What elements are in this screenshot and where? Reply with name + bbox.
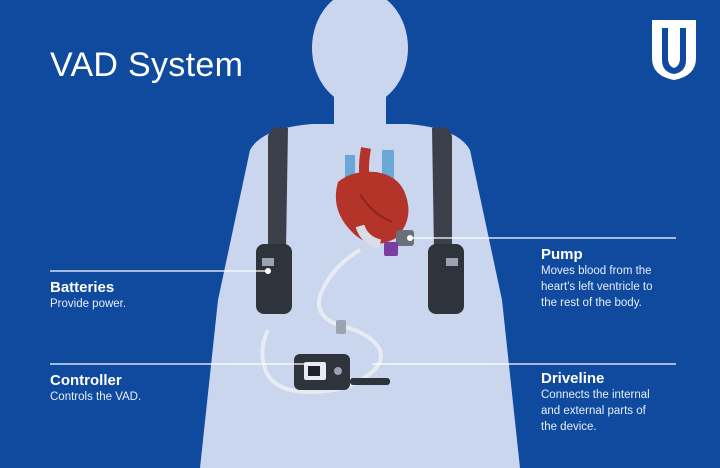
driveline-description: Connects the internal and external parts… — [541, 389, 650, 433]
driveline-heading: Driveline — [541, 370, 605, 387]
pump-description: Moves blood from the heart's left ventri… — [541, 265, 653, 309]
driveline-cable — [260, 248, 383, 395]
heart — [335, 147, 409, 244]
right-battery — [428, 244, 464, 314]
duke-health-logo — [652, 20, 696, 80]
controller-label: Controller Controls the VAD. — [50, 372, 141, 405]
controller-heading: Controller — [50, 372, 122, 389]
page-title: VAD System — [50, 46, 244, 84]
driveline-connector — [336, 320, 346, 334]
controller-description: Controls the VAD. — [50, 391, 142, 403]
left-battery — [256, 244, 292, 314]
vad-pump — [355, 224, 414, 256]
pump-label: Pump Moves blood from the heart's left v… — [541, 246, 653, 311]
controller-device — [294, 354, 390, 390]
driveline-label: Driveline Connects the internal and exte… — [541, 370, 650, 435]
batteries-heading: Batteries — [50, 279, 115, 296]
batteries-description: Provide power. — [50, 298, 127, 310]
pump-heading: Pump — [541, 246, 583, 263]
batteries-label: Batteries Provide power. — [50, 279, 126, 312]
leader-lines — [50, 237, 676, 365]
battery-harness — [256, 127, 464, 314]
